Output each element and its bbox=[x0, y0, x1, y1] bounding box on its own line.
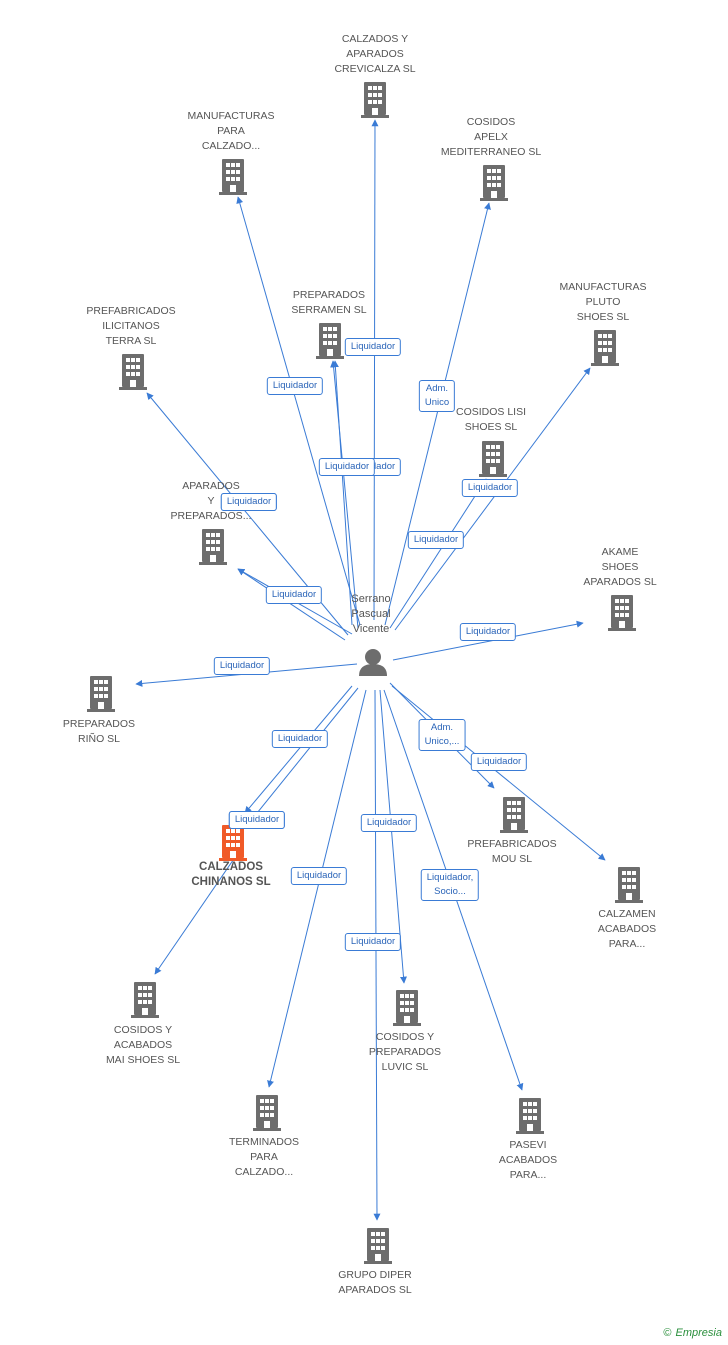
edge-serramen bbox=[330, 360, 359, 629]
building-icon[interactable] bbox=[119, 354, 147, 390]
company-label-terminados[interactable]: TERMINADOS PARA CALZADO... bbox=[228, 1136, 299, 1178]
company-label-chinanos[interactable]: CALZADOS CHINANOS SL bbox=[191, 861, 271, 888]
company-label-pasevi[interactable]: PASEVI ACABADOS PARA... bbox=[498, 1139, 558, 1181]
relation-label[interactable]: Adm. Unico bbox=[418, 380, 456, 412]
company-label-rino[interactable]: PREPARADOS RIÑO SL bbox=[62, 718, 136, 745]
company-label-lisi[interactable]: COSIDOS LISI SHOES SL bbox=[455, 406, 527, 433]
relation-label[interactable]: Liquidador bbox=[266, 377, 324, 395]
footer-brand: ©Empresia bbox=[663, 1327, 722, 1339]
brand-logo: Empresia bbox=[675, 1327, 722, 1339]
company-label-serramen[interactable]: PREPARADOS SERRAMEN SL bbox=[291, 289, 367, 316]
company-label-akame[interactable]: AKAME SHOES APARADOS SL bbox=[583, 546, 657, 588]
building-icon[interactable] bbox=[591, 330, 619, 366]
edge-mai bbox=[154, 849, 241, 975]
building-icon[interactable] bbox=[199, 529, 227, 565]
relation-label[interactable]: Liquidador bbox=[228, 811, 286, 829]
edge-terminados bbox=[267, 689, 367, 1088]
edge-chinanos bbox=[244, 687, 359, 829]
edge-lisi bbox=[389, 478, 487, 629]
edge-pluto bbox=[394, 367, 591, 631]
relation-label[interactable]: Liquidador bbox=[220, 493, 278, 511]
building-icon[interactable] bbox=[253, 1095, 281, 1131]
building-icon[interactable] bbox=[615, 867, 643, 903]
relation-label[interactable]: Liquidador bbox=[213, 657, 271, 675]
relation-label[interactable]: Liquidador bbox=[318, 458, 376, 476]
edge-akame bbox=[392, 620, 584, 661]
building-icon[interactable] bbox=[131, 982, 159, 1018]
building-icon[interactable] bbox=[219, 159, 247, 195]
company-label-ilicitanos[interactable]: PREFABRICADOS ILICITANOS TERRA SL bbox=[86, 305, 176, 347]
company-label-calzamen[interactable]: CALZAMEN ACABADOS PARA... bbox=[597, 908, 657, 950]
relation-label[interactable]: Liquidador bbox=[344, 933, 402, 951]
building-icon[interactable] bbox=[479, 441, 507, 477]
relation-label[interactable]: Adm. Unico,... bbox=[418, 719, 466, 751]
copyright-icon: © bbox=[663, 1327, 672, 1339]
relation-label[interactable]: Liquidador bbox=[461, 479, 519, 497]
company-label-apelx[interactable]: COSIDOS APELX MEDITERRANEO SL bbox=[440, 116, 542, 158]
edge-manuf-para bbox=[236, 196, 361, 626]
edge-crevicalza bbox=[371, 119, 379, 621]
edge-diper bbox=[373, 689, 381, 1221]
relation-label[interactable]: Liquidador bbox=[459, 623, 517, 641]
edge-chinanos bbox=[244, 685, 353, 814]
relation-label[interactable]: Liquidador, Socio... bbox=[420, 869, 480, 901]
edge-serramen bbox=[331, 360, 353, 626]
edge-apelx bbox=[384, 202, 491, 626]
company-label-mou[interactable]: PREFABRICADOS MOU SL bbox=[467, 838, 557, 865]
edge-aparados-prep bbox=[237, 568, 346, 641]
building-icon[interactable] bbox=[87, 676, 115, 712]
relation-label[interactable]: Liquidador bbox=[344, 338, 402, 356]
relation-label[interactable]: Liquidador bbox=[470, 753, 528, 771]
company-label-diper[interactable]: GRUPO DIPER APARADOS SL bbox=[338, 1269, 412, 1296]
building-icon[interactable] bbox=[516, 1098, 544, 1134]
relation-label[interactable]: Liquidador bbox=[271, 730, 329, 748]
building-icon[interactable] bbox=[480, 165, 508, 201]
company-label-manuf-para[interactable]: MANUFACTURAS PARA CALZADO... bbox=[187, 110, 275, 152]
company-label-pluto[interactable]: MANUFACTURAS PLUTO SHOES SL bbox=[559, 281, 647, 323]
relation-label[interactable]: Liquidador bbox=[265, 586, 323, 604]
building-icon[interactable] bbox=[316, 323, 344, 359]
building-icon[interactable] bbox=[500, 797, 528, 833]
company-label-mai[interactable]: COSIDOS Y ACABADOS MAI SHOES SL bbox=[105, 1024, 181, 1066]
building-icon[interactable] bbox=[361, 82, 389, 118]
relation-label[interactable]: Liquidador bbox=[290, 867, 348, 885]
building-icon[interactable] bbox=[364, 1228, 392, 1264]
person-name[interactable]: Serrano Pascual Vicente bbox=[351, 593, 391, 635]
company-label-crevicalza[interactable]: CALZADOS Y APARADOS CREVICALZA SL bbox=[334, 33, 416, 75]
building-icon[interactable] bbox=[393, 990, 421, 1026]
company-label-aparados-prep[interactable]: APARADOS Y PREPARADOS... bbox=[170, 480, 252, 522]
relation-label[interactable]: Liquidador bbox=[360, 814, 418, 832]
building-icon[interactable] bbox=[219, 825, 247, 861]
edge-calzamen bbox=[391, 685, 606, 861]
company-label-luvic[interactable]: COSIDOS Y PREPARADOS LUVIC SL bbox=[368, 1031, 442, 1073]
relation-label[interactable]: Liquidador bbox=[407, 531, 465, 549]
building-icon[interactable] bbox=[608, 595, 636, 631]
person-icon[interactable] bbox=[359, 649, 387, 676]
